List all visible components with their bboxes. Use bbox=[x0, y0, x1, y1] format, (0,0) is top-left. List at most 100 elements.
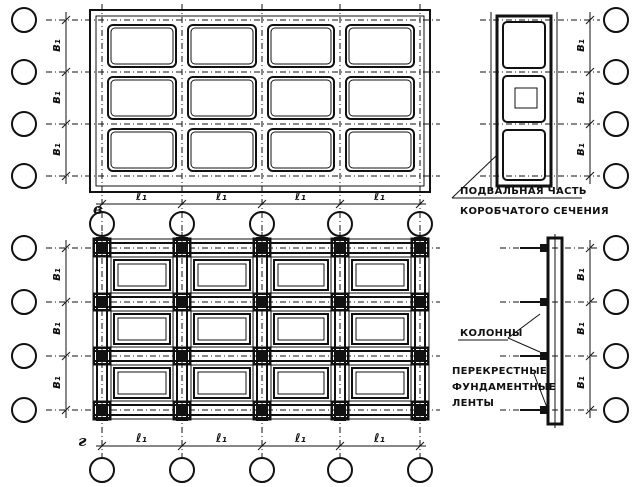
grid-cell bbox=[273, 313, 329, 345]
grid-bubble bbox=[249, 457, 275, 483]
box-cell bbox=[107, 24, 177, 68]
box-cell-inner bbox=[110, 79, 174, 117]
box-cell-inner bbox=[270, 79, 332, 117]
grid-bubble bbox=[603, 111, 629, 137]
grid-bubble bbox=[603, 397, 629, 423]
bay-label: в₁ bbox=[573, 91, 587, 104]
bay-label: в₁ bbox=[49, 322, 63, 335]
grid-bubble bbox=[603, 7, 629, 33]
grid-bubble bbox=[603, 289, 629, 315]
box-cell bbox=[187, 24, 257, 68]
section-v-cell-1 bbox=[502, 21, 546, 69]
dimension-tick bbox=[335, 441, 345, 451]
bay-label: в₁ bbox=[49, 268, 63, 281]
box-cell bbox=[345, 76, 415, 120]
span-label: ℓ₁ bbox=[215, 189, 227, 203]
span-label: ℓ₁ bbox=[135, 431, 147, 445]
dimension-tick bbox=[335, 199, 345, 209]
box-cell bbox=[267, 128, 335, 172]
grid-cell bbox=[351, 367, 409, 399]
grid-bubble bbox=[603, 235, 629, 261]
grid-bubble bbox=[11, 7, 37, 33]
box-cell-inner bbox=[190, 79, 254, 117]
box-cell bbox=[345, 24, 415, 68]
bay-label: в₁ bbox=[49, 376, 63, 389]
dimension-tick bbox=[585, 351, 595, 361]
dimension-tick bbox=[415, 441, 425, 451]
grid-cell-inner bbox=[197, 263, 247, 287]
dimension-tick bbox=[585, 171, 595, 181]
bay-label: в₁ bbox=[573, 143, 587, 156]
dimension-tick bbox=[585, 405, 595, 415]
span-label: ℓ₁ bbox=[294, 431, 306, 445]
grid-cell-inner bbox=[277, 263, 325, 287]
plan-g-strips bbox=[92, 237, 430, 421]
grid-cell bbox=[273, 259, 329, 291]
dimension-tick bbox=[61, 297, 71, 307]
grid-cell bbox=[193, 259, 251, 291]
dimension-tick bbox=[61, 15, 71, 25]
section-v-opening bbox=[514, 87, 538, 109]
plan-g-col-circles bbox=[89, 457, 433, 483]
grid-bubble bbox=[11, 235, 37, 261]
plan-g-cells bbox=[113, 259, 409, 399]
box-cell bbox=[267, 24, 335, 68]
grid-cell bbox=[351, 313, 409, 345]
strips-caption-3: ЛЕНТЫ bbox=[452, 398, 494, 409]
box-cell bbox=[187, 128, 257, 172]
box-cell-inner bbox=[348, 131, 412, 169]
box-cell-inner bbox=[190, 131, 254, 169]
section-v-wall bbox=[495, 14, 553, 188]
dimension-tick bbox=[61, 119, 71, 129]
dimension-tick bbox=[97, 441, 107, 451]
grid-cell-inner bbox=[277, 317, 325, 341]
grid-bubble bbox=[11, 289, 37, 315]
grid-cell-inner bbox=[277, 371, 325, 395]
dimension-tick bbox=[61, 171, 71, 181]
dimension-tick bbox=[585, 15, 595, 25]
grid-cell-inner bbox=[117, 317, 167, 341]
dimension-tick bbox=[61, 351, 71, 361]
grid-cell bbox=[113, 313, 171, 345]
grid-cell bbox=[113, 367, 171, 399]
box-cell-inner bbox=[348, 79, 412, 117]
column bbox=[258, 352, 266, 360]
grid-bubble bbox=[11, 59, 37, 85]
grid-cell-inner bbox=[197, 371, 247, 395]
box-cell bbox=[107, 76, 177, 120]
bay-label: в₁ bbox=[573, 39, 587, 52]
strips-caption-1: ПЕРЕКРЕСТНЫЕ bbox=[452, 366, 547, 377]
column bbox=[336, 352, 344, 360]
span-label: ℓ₁ bbox=[294, 189, 306, 203]
box-cell-inner bbox=[110, 131, 174, 169]
span-label: ℓ₁ bbox=[373, 189, 385, 203]
box-cell-inner bbox=[270, 131, 332, 169]
box-cell-inner bbox=[270, 27, 332, 65]
grid-cell-inner bbox=[117, 263, 167, 287]
bay-label: в₁ bbox=[49, 39, 63, 52]
plan-v-col-circles bbox=[89, 211, 433, 237]
bay-label: в₁ bbox=[573, 268, 587, 281]
dimension-tick bbox=[61, 243, 71, 253]
grid-cell-inner bbox=[197, 317, 247, 341]
plan-v-slab-inner bbox=[95, 15, 425, 187]
grid-cell-inner bbox=[355, 371, 405, 395]
grid-bubble bbox=[603, 163, 629, 189]
box-cell bbox=[107, 128, 177, 172]
strips-leader bbox=[533, 373, 549, 411]
dimension-tick bbox=[97, 199, 107, 209]
plan-v-letter: в bbox=[93, 200, 103, 218]
dimension-tick bbox=[61, 67, 71, 77]
dimension-tick bbox=[585, 119, 595, 129]
plan-g-letter: г bbox=[78, 432, 87, 450]
plan-v-axes bbox=[46, 4, 440, 232]
grid-cell bbox=[193, 313, 251, 345]
dimension-tick bbox=[585, 67, 595, 77]
